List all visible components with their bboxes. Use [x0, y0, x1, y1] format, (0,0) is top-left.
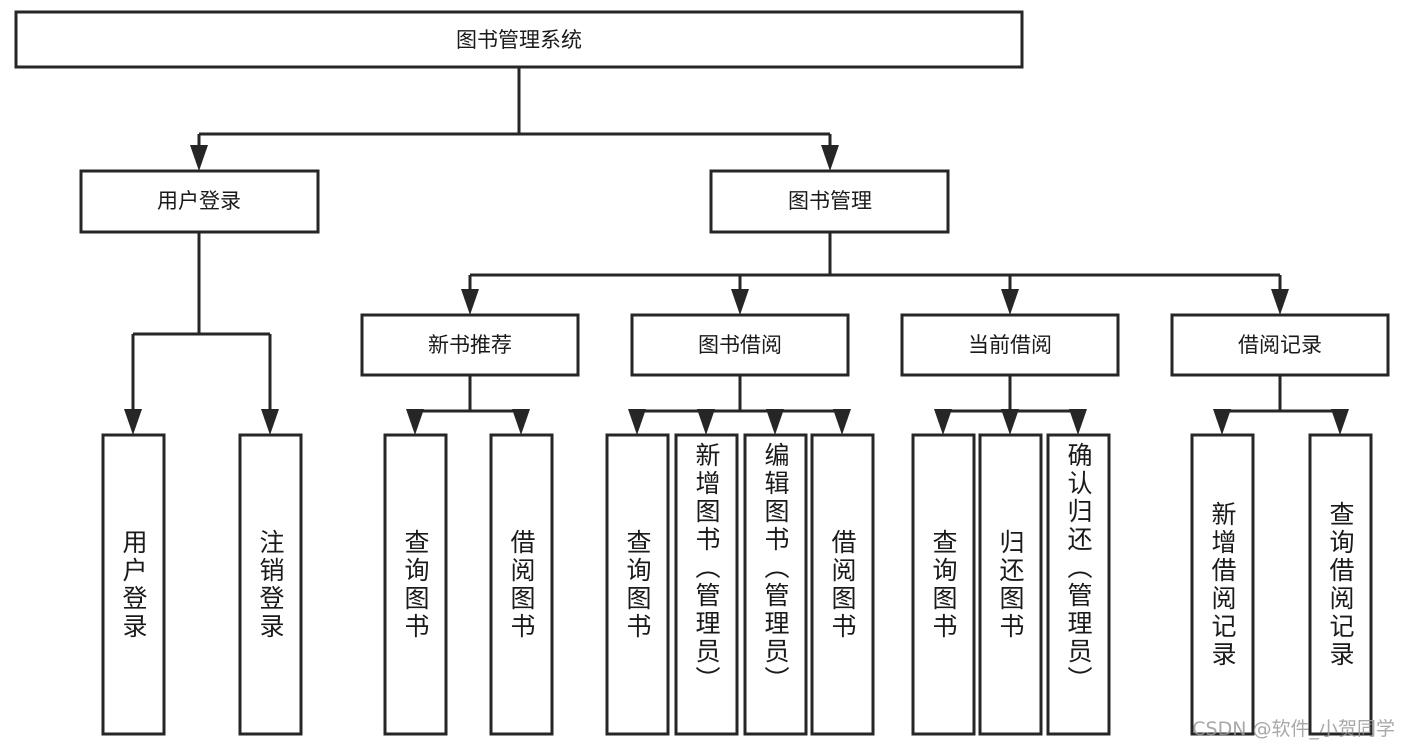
- node-leaf-user-login-box[interactable]: [101, 433, 166, 736]
- arrow-bb-leaf-4: [833, 409, 851, 435]
- node-borrow-record[interactable]: 借阅记录: [1170, 313, 1390, 377]
- node-root-box: [14, 10, 1024, 69]
- node-book-borrow[interactable]: 图书借阅: [630, 313, 850, 377]
- node-leaf-borrow-edit-box[interactable]: [743, 433, 808, 736]
- node-new-book-rec[interactable]: 新书推荐: [360, 313, 580, 377]
- node-leaf-borrow-lend-box[interactable]: [810, 433, 875, 736]
- node-book-manage-label: 图书管理: [788, 189, 872, 213]
- arrow-bb-leaf-3: [766, 409, 784, 435]
- arrow-bb-leaf-1: [628, 409, 646, 435]
- arrow-root-to-bookmanage: [821, 145, 839, 171]
- node-book-borrow-box: [630, 313, 850, 377]
- arrow-nbr-leaf-1: [406, 409, 424, 435]
- node-user-login-box: [79, 169, 320, 234]
- node-leaf-cur-query-box[interactable]: [911, 433, 976, 736]
- node-current-borrow-label: 当前借阅: [968, 333, 1052, 357]
- arrow-br-leaf-2: [1331, 409, 1349, 435]
- node-user-login-label: 用户登录: [157, 189, 241, 213]
- arrow-userlogin-leaf-2: [261, 409, 279, 435]
- arrow-br-leaf-1: [1213, 409, 1231, 435]
- node-root[interactable]: 图书管理系统: [14, 10, 1024, 69]
- node-current-borrow-box: [900, 313, 1120, 377]
- node-leaf-cur-return-box[interactable]: [978, 433, 1043, 736]
- node-leaf-rec-query-box[interactable]: [383, 433, 448, 736]
- arrow-bm-to-borrowrecord: [1271, 289, 1289, 315]
- node-book-manage-box: [709, 169, 950, 234]
- arrow-cb-leaf-1: [934, 409, 952, 435]
- node-leaf-rec-borrow-box[interactable]: [489, 433, 554, 736]
- node-leaf-rec-query-record-box[interactable]: [1308, 433, 1373, 736]
- node-borrow-record-label: 借阅记录: [1238, 333, 1322, 357]
- node-new-book-rec-box: [360, 313, 580, 377]
- node-current-borrow[interactable]: 当前借阅: [900, 313, 1120, 377]
- arrow-root-to-userlogin: [190, 145, 208, 171]
- node-new-book-rec-label: 新书推荐: [428, 333, 512, 357]
- node-book-borrow-label: 图书借阅: [698, 333, 782, 357]
- node-leaf-borrow-add-box[interactable]: [674, 433, 739, 736]
- arrow-cb-leaf-2: [1001, 409, 1019, 435]
- node-borrow-record-box: [1170, 313, 1390, 377]
- arrow-bm-to-bookborrow: [731, 289, 749, 315]
- arrow-userlogin-leaf-1: [124, 409, 142, 435]
- arrow-bm-to-currentborrow: [1001, 289, 1019, 315]
- node-leaf-borrow-query-box[interactable]: [605, 433, 670, 736]
- node-book-manage[interactable]: 图书管理: [709, 169, 950, 234]
- node-leaf-rec-add-box[interactable]: [1190, 433, 1255, 736]
- node-root-label: 图书管理系统: [456, 28, 582, 52]
- arrow-nbr-leaf-2: [512, 409, 530, 435]
- node-leaf-cur-confirm-box[interactable]: [1046, 433, 1111, 736]
- arrow-bm-to-newbookrec: [461, 289, 479, 315]
- node-leaf-user-logout-box[interactable]: [238, 433, 303, 736]
- node-user-login[interactable]: 用户登录: [79, 169, 320, 234]
- arrow-cb-leaf-3: [1069, 409, 1087, 435]
- arrow-bb-leaf-2: [697, 409, 715, 435]
